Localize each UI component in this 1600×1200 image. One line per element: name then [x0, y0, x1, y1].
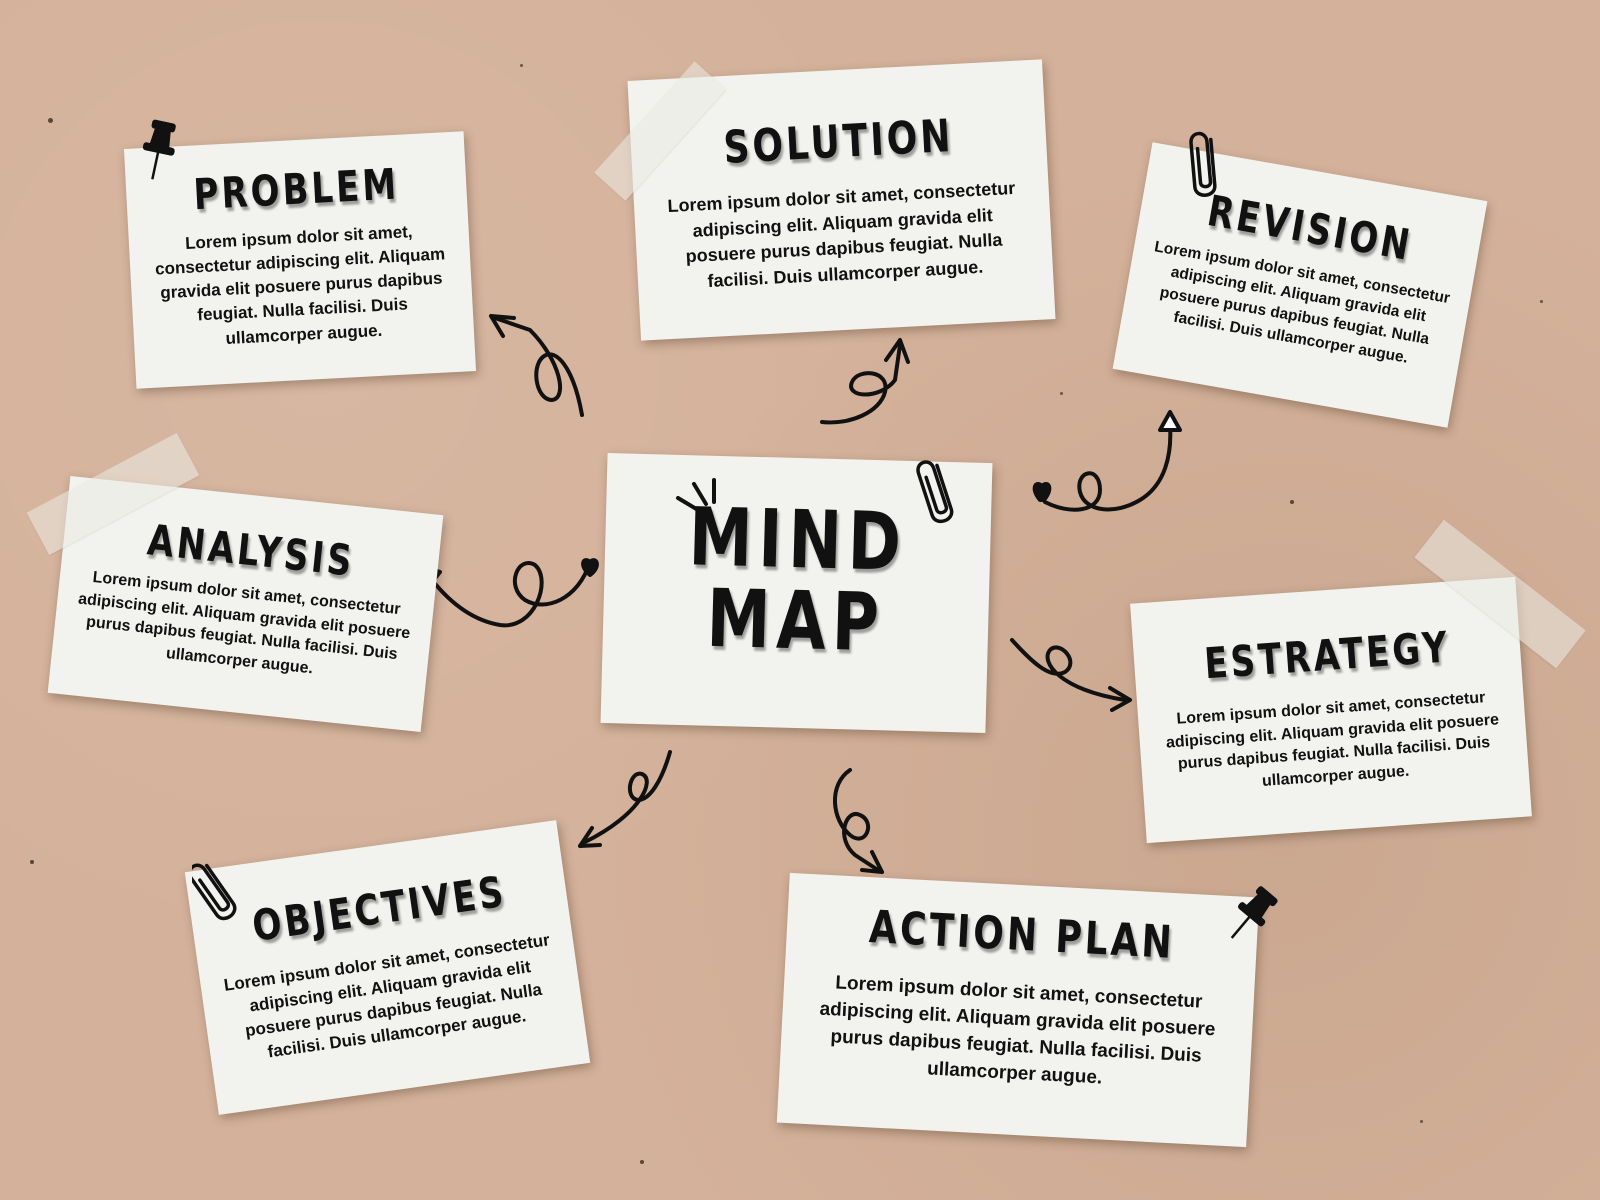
- paper-speck: [1420, 1120, 1423, 1123]
- paper-speck: [48, 118, 53, 123]
- paper-speck: [30, 860, 34, 864]
- node-action-plan-text: Lorem ipsum dolor sit amet, consectetur …: [819, 972, 1216, 1089]
- heart-icon-analysis: [581, 558, 599, 577]
- arrow-to-revision: [1043, 410, 1182, 512]
- node-estrategy-text: Lorem ipsum dolor sit amet, consectetur …: [1165, 689, 1500, 791]
- node-problem-title: PROBLEM: [192, 159, 401, 221]
- node-action-plan-title: ACTION PLAN: [867, 902, 1176, 970]
- node-action-plan: ACTION PLAN Lorem ipsum dolor sit amet, …: [776, 872, 1260, 1148]
- node-estrategy: ESTRATEGY Lorem ipsum dolor sit amet, co…: [1130, 576, 1532, 844]
- paperclip-icon: [1189, 131, 1217, 197]
- paper-speck: [1540, 300, 1543, 303]
- central-topic-line2: MAP: [705, 573, 886, 671]
- arrow-to-objectives: [578, 750, 672, 848]
- arrow-to-analysis: [412, 560, 592, 628]
- heart-icon-revision: [1032, 482, 1052, 502]
- emphasis-strokes-icon: [676, 478, 716, 512]
- arrow-to-action-plan: [833, 768, 884, 874]
- arrow-to-solution: [820, 338, 910, 425]
- pushpin-icon: [142, 119, 176, 180]
- paperclip-icon: [192, 863, 237, 921]
- pushpin-icon: [1230, 886, 1278, 939]
- node-problem-text: Lorem ipsum dolor sit amet, consectetur …: [154, 222, 446, 348]
- node-estrategy-title: ESTRATEGY: [1202, 622, 1452, 690]
- arrow-to-estrategy: [1010, 638, 1132, 712]
- arrow-to-problem: [489, 314, 584, 417]
- node-solution-text: Lorem ipsum dolor sit amet, consectetur …: [667, 177, 1016, 291]
- paperclip-icon: [916, 460, 954, 524]
- paper-speck: [520, 64, 523, 67]
- paper-speck: [1290, 500, 1294, 504]
- paper-speck: [640, 1160, 644, 1164]
- paper-speck: [1060, 392, 1063, 395]
- node-solution-title: SOLUTION: [722, 110, 955, 175]
